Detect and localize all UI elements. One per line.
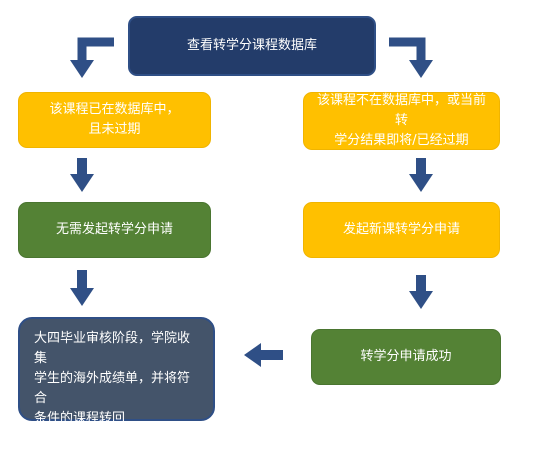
left-action-label: 无需发起转学分申请 <box>55 222 173 237</box>
right-action-label: 发起新课转学分申请 <box>342 222 460 237</box>
right-success-node: 转学分申请成功 <box>311 329 501 385</box>
start-node-label: 查看转学分课程数据库 <box>186 38 317 53</box>
left-condition-node: 该课程已在数据库中， 且未过期 <box>18 92 211 148</box>
final-line1: 大四毕业审核阶段，学院收集 <box>34 331 191 366</box>
down-arrow-left-1 <box>70 158 94 192</box>
right-condition-node: 该课程不在数据库中，或当前转 学分结果即将/已经过期 <box>303 92 500 150</box>
final-node: 大四毕业审核阶段，学院收集 学生的海外成绩单，并将符合 条件的课程转回 <box>18 317 215 426</box>
right-success-label: 转学分申请成功 <box>360 349 452 364</box>
right-condition-line1: 该课程不在数据库中，或当前转 <box>316 93 486 128</box>
left-condition-line2: 且未过期 <box>88 122 141 137</box>
start-node: 查看转学分课程数据库 <box>128 16 376 76</box>
final-line2: 学生的海外成绩单，并将符合 <box>34 371 191 406</box>
down-arrow-right-1 <box>409 158 433 192</box>
down-arrow-right-2 <box>409 275 433 309</box>
left-condition-line1: 该课程已在数据库中， <box>49 102 180 117</box>
right-condition-line2: 学分结果即将/已经过期 <box>334 133 469 148</box>
left-action-node: 无需发起转学分申请 <box>18 202 211 258</box>
down-arrow-left-2 <box>70 270 94 306</box>
left-arrow-to-final <box>244 343 283 367</box>
bent-arrow-left <box>70 37 114 78</box>
bent-arrow-right <box>389 37 433 78</box>
final-line3: 条件的课程转回 <box>34 411 126 426</box>
right-action-node: 发起新课转学分申请 <box>303 202 500 258</box>
